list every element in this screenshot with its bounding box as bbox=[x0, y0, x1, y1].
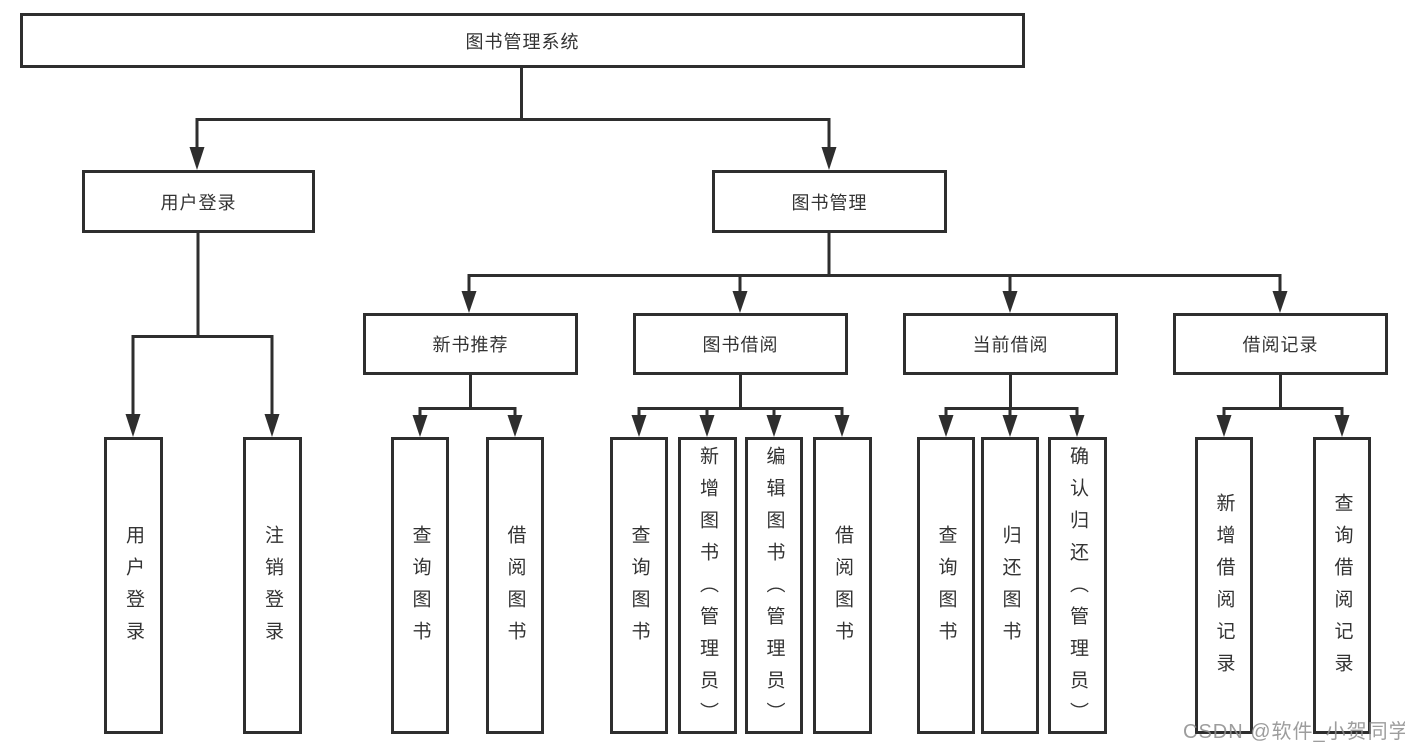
node-label: 确认归还（管理员） bbox=[1067, 446, 1088, 734]
leaf-borrow-borrow: 借阅图书 bbox=[813, 437, 872, 734]
node-label: 查询借阅记录 bbox=[1331, 492, 1353, 685]
node-new-book-recommend: 新书推荐 bbox=[363, 313, 578, 375]
connector-record-to-leaves bbox=[1216, 373, 1350, 437]
leaf-current-query: 查询图书 bbox=[917, 437, 975, 734]
connector-borrow-to-leaves bbox=[631, 373, 850, 437]
node-current-borrow: 当前借阅 bbox=[903, 313, 1118, 375]
connector-mgmt-to-level3 bbox=[461, 231, 1288, 313]
node-root: 图书管理系统 bbox=[20, 13, 1025, 68]
node-label: 归还图书 bbox=[999, 524, 1021, 653]
node-label: 借阅图书 bbox=[832, 524, 853, 653]
node-borrow-record: 借阅记录 bbox=[1173, 313, 1388, 375]
node-label: 用户登录 bbox=[123, 524, 144, 653]
connector-root-to-level2 bbox=[189, 66, 837, 170]
watermark: CSDN @软件_小贺同学 bbox=[1183, 721, 1405, 743]
connector-newbook-to-leaves bbox=[412, 373, 523, 437]
leaf-current-confirm-return-admin: 确认归还（管理员） bbox=[1048, 437, 1107, 734]
leaf-borrow-edit-admin: 编辑图书（管理员） bbox=[745, 437, 803, 734]
node-label: 当前借阅 bbox=[972, 335, 1049, 355]
node-label: 借阅记录 bbox=[1242, 335, 1319, 355]
leaf-newbook-query: 查询图书 bbox=[391, 437, 449, 734]
node-label: 新增图书（管理员） bbox=[697, 446, 718, 734]
leaf-user-login: 用户登录 bbox=[104, 437, 163, 734]
leaf-borrow-add-admin: 新增图书（管理员） bbox=[678, 437, 737, 734]
node-label: 图书管理系统 bbox=[465, 31, 580, 52]
leaf-newbook-borrow: 借阅图书 bbox=[486, 437, 544, 734]
leaf-borrow-query: 查询图书 bbox=[610, 437, 668, 734]
node-label: 注销登录 bbox=[262, 524, 283, 653]
node-label: 查询图书 bbox=[628, 524, 650, 653]
node-label: 查询图书 bbox=[935, 524, 957, 653]
connector-login-to-leaves bbox=[125, 231, 280, 437]
node-label: 新增借阅记录 bbox=[1213, 492, 1235, 685]
node-label: 图书借阅 bbox=[702, 335, 779, 355]
leaf-current-return: 归还图书 bbox=[981, 437, 1039, 734]
node-user-login: 用户登录 bbox=[82, 170, 315, 233]
node-label: 新书推荐 bbox=[432, 335, 509, 355]
node-label: 查询图书 bbox=[409, 524, 431, 653]
leaf-record-add: 新增借阅记录 bbox=[1195, 437, 1253, 734]
node-label: 编辑图书（管理员） bbox=[763, 446, 785, 734]
connector-current-to-leaves bbox=[938, 373, 1085, 437]
node-label: 图书管理 bbox=[791, 192, 868, 213]
node-book-management: 图书管理 bbox=[712, 170, 947, 233]
leaf-record-query: 查询借阅记录 bbox=[1313, 437, 1371, 734]
node-label: 用户登录 bbox=[160, 192, 237, 213]
node-label: 借阅图书 bbox=[504, 524, 526, 653]
leaf-logout: 注销登录 bbox=[243, 437, 302, 734]
node-book-borrow: 图书借阅 bbox=[633, 313, 848, 375]
